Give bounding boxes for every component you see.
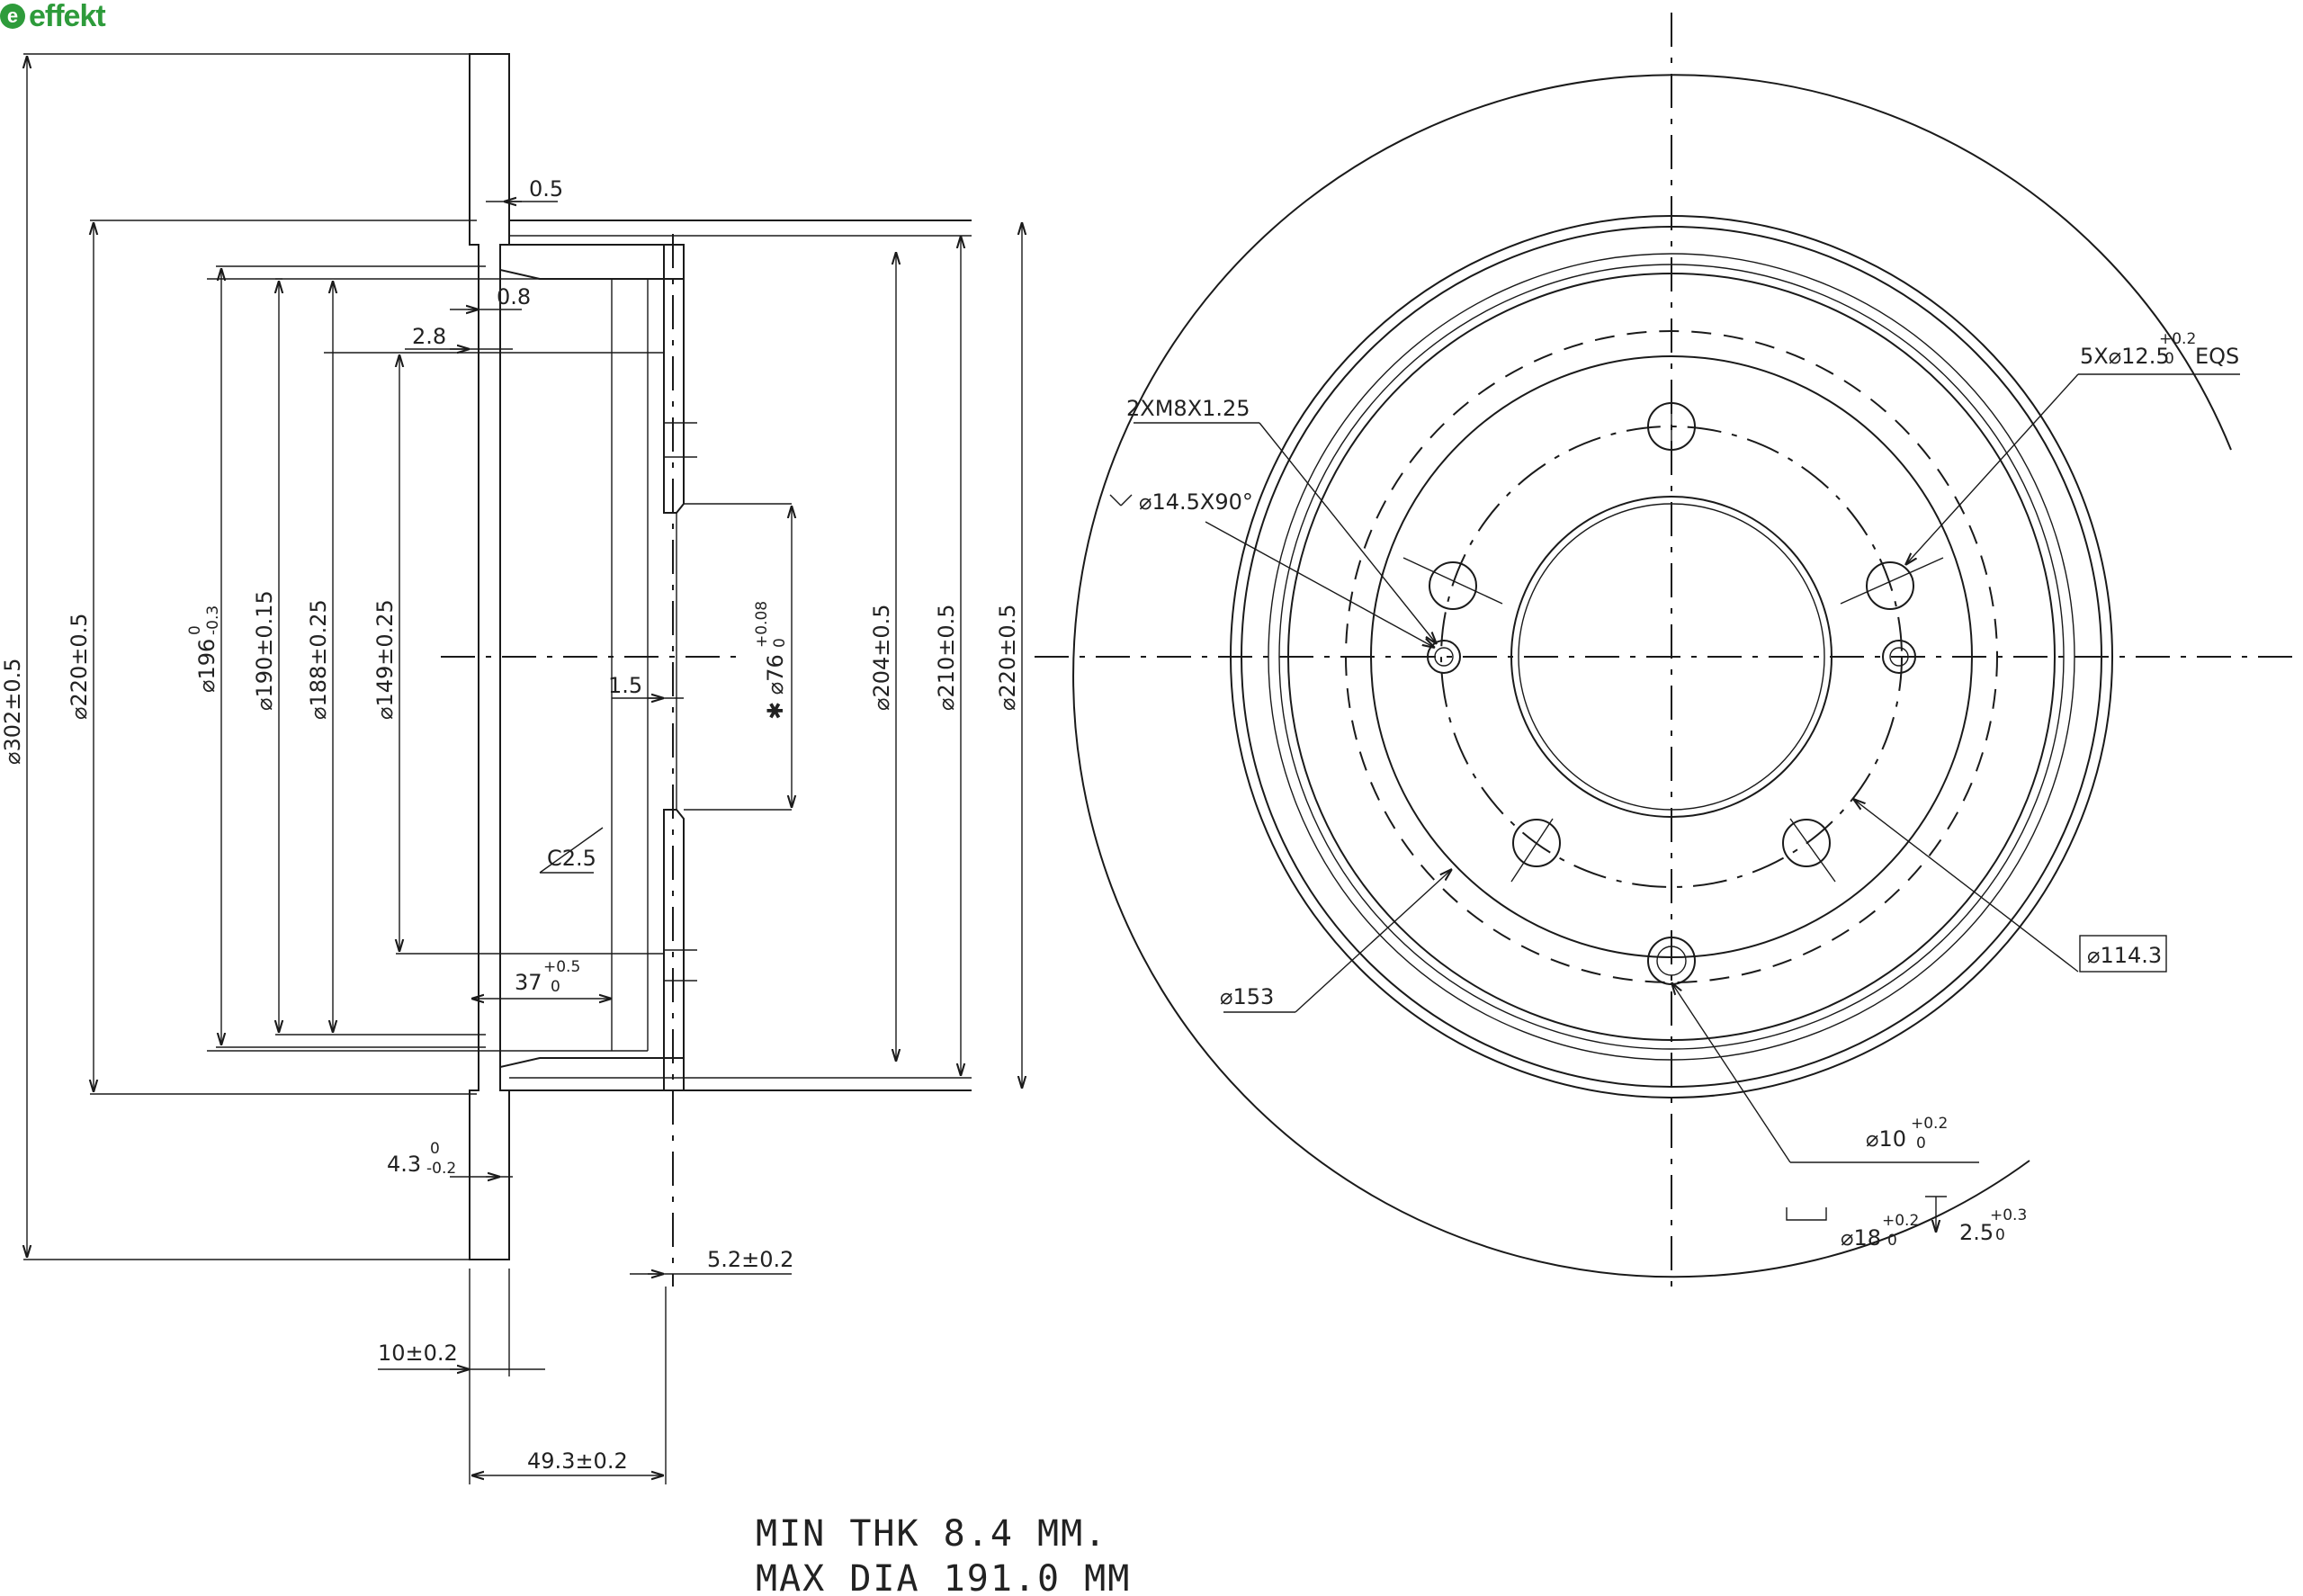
- dim-depth-tol-hi: +0.3: [1990, 1206, 2027, 1224]
- pcd-box: [2079, 935, 2167, 973]
- dim-37: 37: [515, 970, 542, 995]
- dim-d220-left: ⌀220±0.5: [67, 613, 92, 720]
- front-view: 2XM8X1.25 ⌀14.5X90° 5X⌀12.5 +0.2 0 EQS ⌀…: [1035, 13, 2303, 1296]
- dim-d10-tol-hi: +0.2: [1911, 1115, 1948, 1133]
- cbore-symbol: [1786, 1207, 1827, 1221]
- dim-d153: ⌀153: [1220, 984, 1274, 1009]
- dim-d196-tol-hi: 0: [186, 625, 204, 635]
- dim-d204: ⌀204±0.5: [869, 604, 894, 711]
- dim-wheel-holes-tol-hi: +0.2: [2159, 330, 2196, 348]
- dim-d196: ⌀196: [194, 639, 220, 693]
- dim-d10-hole: ⌀10: [1866, 1126, 1906, 1152]
- dim-0-5: 0.5: [529, 176, 563, 202]
- brand-logo-icon: e: [0, 4, 25, 29]
- brand-logo: e effekt: [0, 0, 106, 33]
- note-max-diameter: MAX DIA 191.0 MM: [756, 1558, 1131, 1596]
- dim-4-3-tol-lo: -0.2: [426, 1160, 456, 1178]
- note-min-thickness: MIN THK 8.4 MM.: [756, 1513, 1107, 1555]
- hat-hidden-circle: [1345, 330, 1998, 983]
- hub-plate-upper: [663, 244, 685, 514]
- dim-depth: 2.5: [1959, 1220, 1994, 1245]
- dim-wheel-holes-suffix: EQS: [2195, 344, 2239, 369]
- dim-10: 10±0.2: [378, 1340, 458, 1366]
- dim-5-2: 5.2±0.2: [707, 1247, 793, 1272]
- hat-wall-bottom: [499, 1057, 685, 1091]
- dim-pcd: ⌀114.3: [2087, 943, 2162, 968]
- dim-d76: ✱ ⌀76: [763, 654, 788, 720]
- depth-symbol: [1925, 1196, 1947, 1233]
- pcd-circle: [1440, 426, 1903, 888]
- dim-d188: ⌀188±0.25: [306, 599, 331, 720]
- outer-disc-edge: [1072, 74, 2232, 1278]
- center-bore: [1510, 496, 1833, 818]
- dim-49-3: 49.3±0.2: [527, 1448, 628, 1474]
- section-view: ⌀302±0.5 ⌀220±0.5 ⌀196 0 -0.3 ⌀190±0.15 …: [0, 53, 1022, 1484]
- dim-1-5: 1.5: [608, 673, 642, 698]
- hat-wall-top: [499, 244, 685, 280]
- dim-4-3-tol-hi: 0: [430, 1140, 440, 1158]
- dim-4-3: 4.3: [387, 1152, 421, 1177]
- dim-d210: ⌀210±0.5: [934, 604, 959, 711]
- dim-cbore: ⌀18: [1841, 1225, 1881, 1251]
- dim-d76-tol-hi: +0.08: [753, 601, 771, 648]
- dim-d76-tol-lo: 0: [771, 638, 789, 648]
- dim-2-8: 2.8: [412, 324, 446, 349]
- dim-wheel-holes-tol-lo: 0: [2164, 350, 2174, 368]
- dim-wheel-holes: 5X⌀12.5: [2080, 344, 2170, 369]
- dim-0-8: 0.8: [497, 284, 531, 309]
- dim-d10-tol-lo: 0: [1916, 1134, 1926, 1152]
- dim-c2-5: C2.5: [547, 846, 596, 871]
- dim-d220-right: ⌀220±0.5: [995, 604, 1020, 711]
- dim-d190: ⌀190±0.15: [252, 590, 277, 711]
- dim-tapped-holes: 2XM8X1.25: [1126, 396, 1250, 421]
- dim-cbore-tol-lo: 0: [1887, 1232, 1897, 1250]
- dim-37-tol-hi: +0.5: [543, 958, 580, 976]
- dim-37-tol-lo: 0: [551, 978, 560, 996]
- dim-depth-tol-lo: 0: [1995, 1226, 2005, 1244]
- dim-cbore-tol-hi: +0.2: [1882, 1212, 1919, 1230]
- brand-name: effekt: [29, 0, 106, 33]
- hub-plate-lower: [663, 809, 685, 1091]
- dim-d302: ⌀302±0.5: [0, 658, 25, 765]
- dim-d149: ⌀149±0.25: [372, 599, 398, 720]
- dim-d196-tol-lo: -0.3: [204, 605, 222, 635]
- dim-countersink: ⌀14.5X90°: [1139, 489, 1253, 515]
